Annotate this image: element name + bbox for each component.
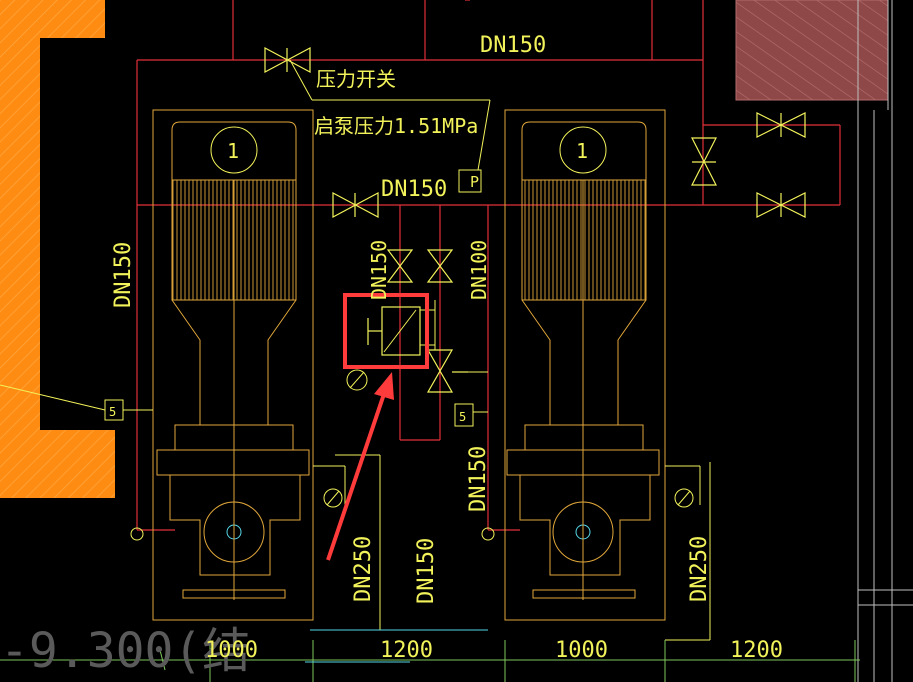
left-wall [0,0,115,498]
highlight-arrow [326,372,394,561]
label-pump2-number: 1 [576,139,588,163]
gauges [130,369,694,541]
pressure-switch-symbol [367,300,436,356]
dim-1200-right: 1200 [730,638,783,663]
label-dn150-bottom-center: DN150 [414,538,439,604]
pump-2[interactable] [506,121,660,600]
label-dn250-left: DN250 [351,536,376,602]
label-start-pressure: 启泵压力1.51MPa [314,114,478,138]
valve-small-1 [386,249,414,283]
dim-1000-left: 1000 [205,638,258,663]
valves [264,47,806,393]
label-dn150-center-vertical: DN150 [367,240,391,300]
gate-valve-right-bottom [756,192,806,218]
label-dn100-vertical: DN100 [467,240,491,300]
building-outline-right [857,0,913,682]
label-p: P [470,173,479,191]
label-dn150-right-vertical: DN150 [466,446,491,512]
gate-valve-top [264,47,311,73]
label-pressure-switch: 压力开关 [316,67,396,91]
label-dn250-right: DN250 [687,536,712,602]
label-dn150-mid: DN150 [381,177,447,202]
annotation-lines [0,59,711,641]
label-tag-left: 5 [109,405,116,419]
valve-small-2 [426,249,454,283]
dimension-line [0,640,860,682]
label-dn150-top: DN150 [480,33,546,58]
gate-valve-right-top [756,112,806,138]
valve-small-3 [426,349,468,393]
dim-1200-left: 1200 [380,638,433,663]
label-elevation: -9.300(结 [0,623,250,679]
label-pump1-number: 1 [227,139,239,163]
pump-1[interactable] [156,121,310,600]
hatched-block [735,0,889,101]
gate-valve-mid [332,192,379,218]
gate-valve-vertical-right [691,137,717,186]
tag-boxes [104,169,482,427]
dim-1000-right: 1000 [555,638,608,663]
label-tag-right: 5 [459,410,466,424]
pipe-frames [152,109,666,621]
label-dn150-left-vertical: DN150 [111,242,136,308]
highlight-box [343,293,429,369]
